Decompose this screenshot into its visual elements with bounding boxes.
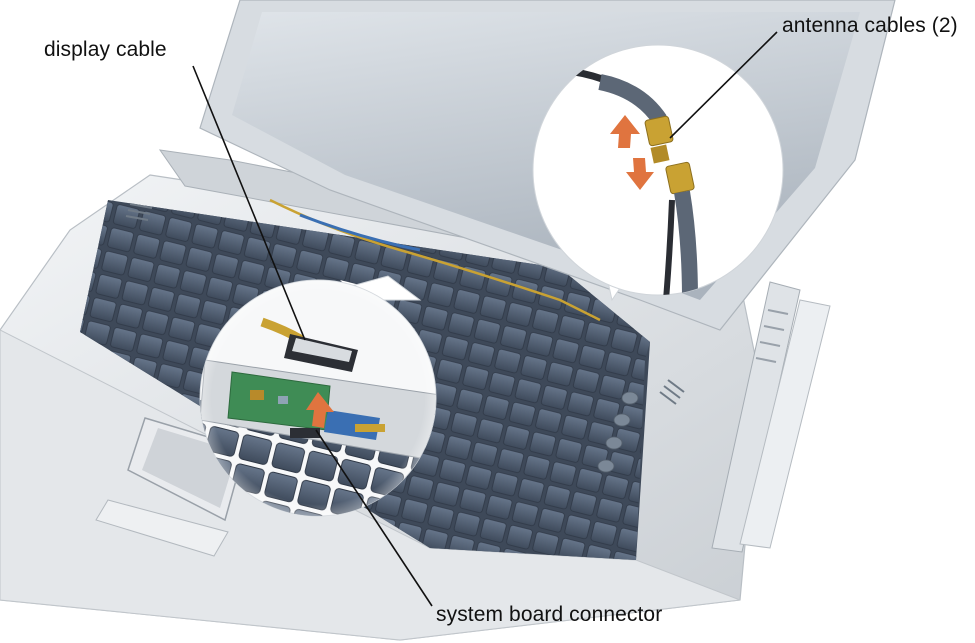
display-cable-zoom [199,275,437,517]
antenna-cables-leader-line [669,31,778,139]
display-cable-label: display cable [44,38,167,61]
display-cable-leader-line [192,65,306,341]
system-board-connector-label: system board connector [436,603,663,626]
antenna-cables-zoom [532,44,784,302]
antenna-cables-label: antenna cables (2) [782,14,958,37]
system-board-connector-leader-line [315,429,433,607]
leader-lines [192,31,778,607]
